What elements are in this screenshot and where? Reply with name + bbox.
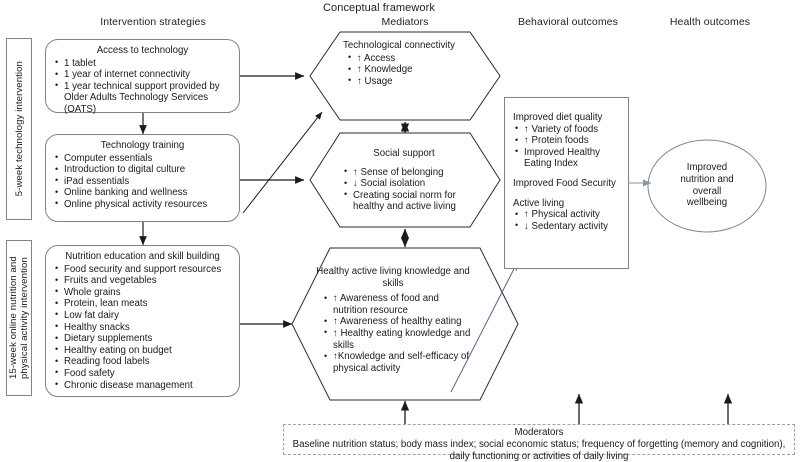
list-item: iPad essentials: [53, 175, 232, 188]
list-item: Protein, lean meats: [53, 298, 232, 310]
list-item: Fruits and vegetables: [53, 275, 232, 287]
list-item: 1 year of internet connectivity: [53, 69, 232, 81]
list-item: Improved Healthy Eating Index: [513, 146, 620, 170]
list-item: Dietary supplements: [53, 333, 232, 345]
moderators-box: Moderators Baseline nutrition status; bo…: [283, 424, 795, 462]
hex-content-technological-connectivity: Technological connectivity ↑ Access ↑ Kn…: [338, 40, 460, 87]
list-item: Whole grains: [53, 286, 232, 299]
list-item: Online physical activity resources: [53, 198, 232, 211]
hex-content-healthy-active-living: Healthy active living knowledge and skil…: [313, 266, 473, 374]
health-outcome-line: wellbeing: [686, 197, 728, 209]
column-header-intervention-strategies: Intervention strategies: [100, 16, 206, 28]
arrow-training-to-connectivity: [242, 111, 323, 214]
list-item: ↓ Social isolation: [342, 178, 474, 190]
moderators-title: Moderators: [514, 427, 564, 438]
list-item: ↑ Healthy eating knowledge and skills: [322, 327, 473, 351]
list-item: Chronic disease management: [53, 379, 232, 392]
list-item: Food security and support resources: [53, 263, 232, 276]
list-item: Introduction to digital culture: [53, 164, 232, 176]
box-access-to-technology: Access to technology 1 tablet 1 year of …: [45, 39, 240, 116]
page-title: Conceptual framework: [322, 2, 436, 14]
list-item: ↑ Knowledge: [346, 64, 460, 76]
spacer: [513, 190, 620, 198]
behavioral-group-heading: Improved diet quality: [513, 112, 603, 123]
box-access-title: Access to technology: [96, 45, 189, 56]
health-outcome-line: overall: [692, 185, 722, 197]
list-item: Reading food labels: [53, 356, 232, 368]
list-item: ↑ Access: [346, 52, 460, 65]
behavioral-outcomes-box: Improved diet quality ↑ Variety of foods…: [504, 97, 629, 269]
list-item: 1 year technical support provided by Old…: [53, 80, 232, 116]
list-item: ↑ Physical activity: [513, 209, 620, 221]
moderators-line-1: Baseline nutrition status; body mass ind…: [292, 438, 786, 450]
health-outcome-line: nutrition and: [680, 173, 734, 185]
column-header-mediators: Mediators: [381, 16, 429, 28]
health-outcome-text: Improved nutrition and overall wellbeing: [657, 162, 757, 209]
hex-social-title: Social support: [373, 148, 435, 159]
list-item: Creating social norm for healthy and act…: [342, 189, 474, 213]
box-nutrition-list: Food security and support resources Frui…: [53, 263, 232, 392]
list-item: ↑ Usage: [346, 75, 460, 88]
spacer: [513, 170, 620, 178]
column-header-behavioral-outcomes: Behavioral outcomes: [518, 16, 618, 28]
list-item: Food safety: [53, 367, 232, 380]
list-item: ↑Knowledge and self-efficacy of physical…: [322, 351, 473, 374]
hex-content-social-support: Social support ↑ Sense of belonging ↓ So…: [334, 148, 474, 213]
moderators-line-2: daily functioning or activities of daily…: [449, 450, 629, 462]
box-nutrition-title: Nutrition education and skill building: [65, 251, 220, 262]
hex-connectivity-title: Technological connectivity: [342, 40, 455, 51]
hex-connectivity-list: ↑ Access ↑ Knowledge ↑ Usage: [338, 52, 460, 88]
list-item: Healthy snacks: [53, 321, 232, 334]
list-item: ↑ Variety of foods: [513, 123, 620, 136]
behavioral-group-heading: Active living: [513, 197, 565, 209]
hex-knowledge-title: Healthy active living knowledge and skil…: [316, 266, 470, 289]
list-item: ↑ Protein foods: [513, 135, 620, 147]
box-training-list: Computer essentials Introduction to digi…: [53, 152, 232, 211]
phase-label-technology-text: 5-week technology intervention: [13, 61, 25, 197]
list-item: Online banking and wellness: [53, 187, 232, 199]
list-item: ↓ Sedentary activity: [513, 220, 620, 233]
list-item: ↑ Awareness of food and nutrition resour…: [322, 293, 473, 316]
behavioral-group-list: ↑ Variety of foods ↑ Protein foods Impro…: [513, 123, 620, 170]
list-item: ↑ Sense of belonging: [342, 166, 474, 179]
box-nutrition-education: Nutrition education and skill building F…: [45, 245, 240, 397]
health-outcome-line: Improved: [686, 162, 728, 173]
hex-knowledge-list: ↑ Awareness of food and nutrition resour…: [313, 293, 473, 374]
box-technology-training: Technology training Computer essentials …: [45, 134, 240, 222]
behavioral-group-heading: Improved Food Security: [513, 177, 616, 189]
box-access-list: 1 tablet 1 year of internet connectivity…: [53, 57, 232, 116]
list-item: ↑ Awareness of healthy eating: [322, 316, 473, 328]
phase-label-nutrition-intervention: 15-week online nutrition and physical ac…: [6, 240, 32, 396]
behavioral-group-list: ↑ Physical activity ↓ Sedentary activity: [513, 209, 620, 232]
list-item: 1 tablet: [53, 57, 232, 70]
list-item: Healthy eating on budget: [53, 344, 232, 357]
box-training-title: Technology training: [100, 140, 185, 151]
column-header-health-outcomes: Health outcomes: [669, 16, 751, 28]
phase-label-technology-intervention: 5-week technology intervention: [6, 38, 32, 220]
list-item: Low fat dairy: [53, 309, 232, 322]
phase-label-nutrition-text: 15-week online nutrition and physical ac…: [8, 256, 30, 380]
hex-social-list: ↑ Sense of belonging ↓ Social isolation …: [334, 166, 474, 213]
list-item: Computer essentials: [53, 152, 232, 165]
